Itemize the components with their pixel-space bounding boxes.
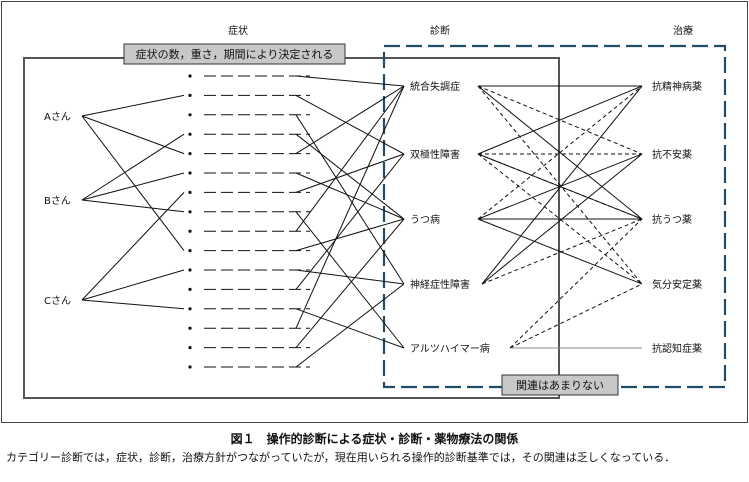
diagnosis-label: 双極性障害 [410,148,460,161]
patient-symptom-link [81,115,185,251]
symptom-dot [188,287,192,291]
diagnosis-label: 統合失調症 [410,80,460,93]
diagnosis-box-label-bg [501,374,619,396]
symptom-dot [188,229,192,233]
patient-symptom-link [81,199,185,213]
symptom-diagnosis-link [295,85,405,155]
symptom-dot [188,74,192,78]
symptom-box-label: 症状の数，重さ，期間により決定される [136,47,334,61]
diagnosis-treatment-link-dashed [509,218,643,349]
symptom-dots-layer [188,74,310,369]
diagnosis-treatment-link-solid [477,153,643,220]
symptom-dot [188,365,192,369]
symptom-dot [188,268,192,272]
symptom-diagnosis-link [295,75,405,87]
diagnosis-treatment-link-solid [481,153,643,285]
diagnosis-label: うつ病 [410,213,440,226]
symptom-dot [188,113,192,117]
patient-symptom-link [81,299,185,310]
symptom-diagnosis-link [295,211,405,349]
symptom-dot [188,132,192,136]
patient-label: Cさん [44,295,71,307]
diagnosis-label: 神経症性障害 [410,278,470,291]
symptom-diagnosis-link [295,172,405,220]
treatment-label: 抗認知症薬 [652,342,702,355]
patient-label: Aさん [44,111,71,123]
diagnosis-treatment-link-solid [481,85,643,285]
caption-body: カテゴリー診断では，症状，診断，治療方針がつながっていたが，現在用いられる操作的… [6,451,676,464]
symptom-diagnosis-link [295,133,405,220]
column-header-symptoms: 症状 [228,24,248,37]
treatment-label: 抗うつ薬 [652,213,692,226]
symptom-diagnosis-link [295,269,405,285]
symptom-diagnosis-link [295,283,405,368]
symptom-box-label-bg [123,43,346,65]
symptom-diagnosis-link [295,85,405,232]
diagnosis-treatment-link-solid [477,218,643,285]
symptom-dot [188,326,192,330]
symptom-diagnosis-link [295,94,405,155]
diagnosis-treatment-link-dashed [477,85,643,220]
diagram-canvas: 症状 診断 治療 Aさん Bさん Cさん 統合失調症双極性障害うつ病神経症性障害アルツ… [1,1,748,423]
column-header-diagnosis: 診断 [430,24,450,37]
symptom-diagnosis-link [295,218,405,348]
treatment-label: 抗不安薬 [652,148,692,161]
symptom-diagnosis-link [295,153,405,193]
symptom-diagnosis-link [295,218,405,252]
diagnosis-treatment-link-dashed [509,283,643,349]
caption-title: 図１ 操作的診断による症状・診断・薬物療法の関係 [230,432,519,446]
diagnosis-box-label: 関連はあまりない [516,378,604,392]
diagnosis-treatment-link-dashed [477,85,643,155]
symptom-diagnosis-link [295,85,405,329]
patient-symptom-link [81,94,185,117]
patient-symptom-link [81,192,185,301]
diagnosis-treatment-link-dashed [481,218,643,285]
symptom-dot [188,249,192,253]
patient-symptom-link [81,115,185,155]
symptom-dot [188,152,192,156]
patient-symptom-link [81,133,185,201]
symptom-dot [188,346,192,350]
diagnosis-treatment-link-dashed [477,85,643,285]
diagnosis-treatment-link-dashed [477,153,643,220]
patient-symptom-link [81,172,185,201]
symptom-diagnosis-link [295,114,405,285]
symptom-diagnosis-link [295,153,405,290]
diagnosis-treatment-link-solid [477,85,643,155]
patient-label: Bさん [44,195,71,207]
diagnosis-label: アルツハイマー病 [410,342,490,355]
symptom-dot [188,307,192,311]
outer-frame [1,1,748,423]
treatment-label: 抗精神病薬 [652,80,702,93]
treatment-label: 気分安定薬 [652,278,702,291]
symptom-dot [188,210,192,214]
links-layer [81,75,643,368]
symptom-diagnosis-link [295,308,405,349]
symptom-dot [188,93,192,97]
diagnosis-frame [382,44,727,389]
column-header-treatment: 治療 [673,24,693,37]
symptom-dot [188,171,192,175]
patient-symptom-link [81,269,185,301]
symptom-dot [188,190,192,194]
